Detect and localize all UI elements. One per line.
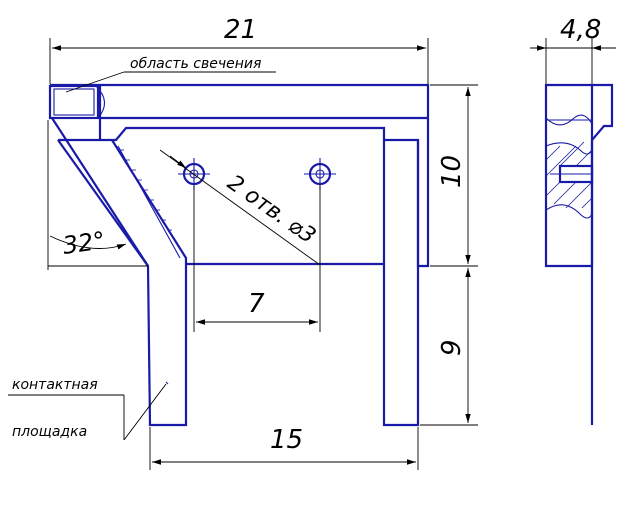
glow-area-leader [65, 71, 125, 93]
contact-pad-label-2: площадка [12, 424, 87, 440]
hole-callout-leader [159, 149, 321, 266]
right-leg-outline [382, 140, 420, 427]
diagonal-arm-hatch-edge [117, 145, 181, 259]
side-view-hatching [545, 141, 593, 209]
diagonal-arm-inner-edge [57, 139, 149, 267]
dim-bevel-angle: 32° [61, 226, 107, 260]
side-view: 4,8 [530, 15, 616, 425]
hole-right [304, 158, 336, 190]
dim-upper-height: 10 [437, 155, 467, 188]
glow-window-arc [95, 85, 106, 119]
contact-pad-mark [165, 381, 169, 385]
dimensions-front: 21 10 9 7 15 2 отв. ⌀3 32° [47, 15, 478, 470]
contact-pad-label-1: контактная [12, 377, 98, 393]
holes-callout: 2 отв. ⌀3 [223, 170, 320, 249]
dim-leg-height: 9 [437, 339, 467, 356]
notes: область свечения контактная площадка [8, 56, 276, 441]
glow-window-inner [53, 88, 95, 116]
diagonal-arm-outline [51, 117, 188, 427]
angle-arc [49, 235, 127, 250]
side-view-outline [544, 83, 614, 268]
glow-window [48, 84, 100, 120]
front-view [48, 83, 430, 427]
glow-area-label: область свечения [130, 56, 261, 72]
dim-hole-spacing: 7 [248, 289, 265, 319]
dim-leg-spacing: 15 [270, 425, 303, 455]
dim-overall-width: 21 [224, 15, 257, 45]
dim-side-thickness: 4,8 [560, 15, 601, 45]
diagonal-arm-hatching [120, 149, 172, 231]
